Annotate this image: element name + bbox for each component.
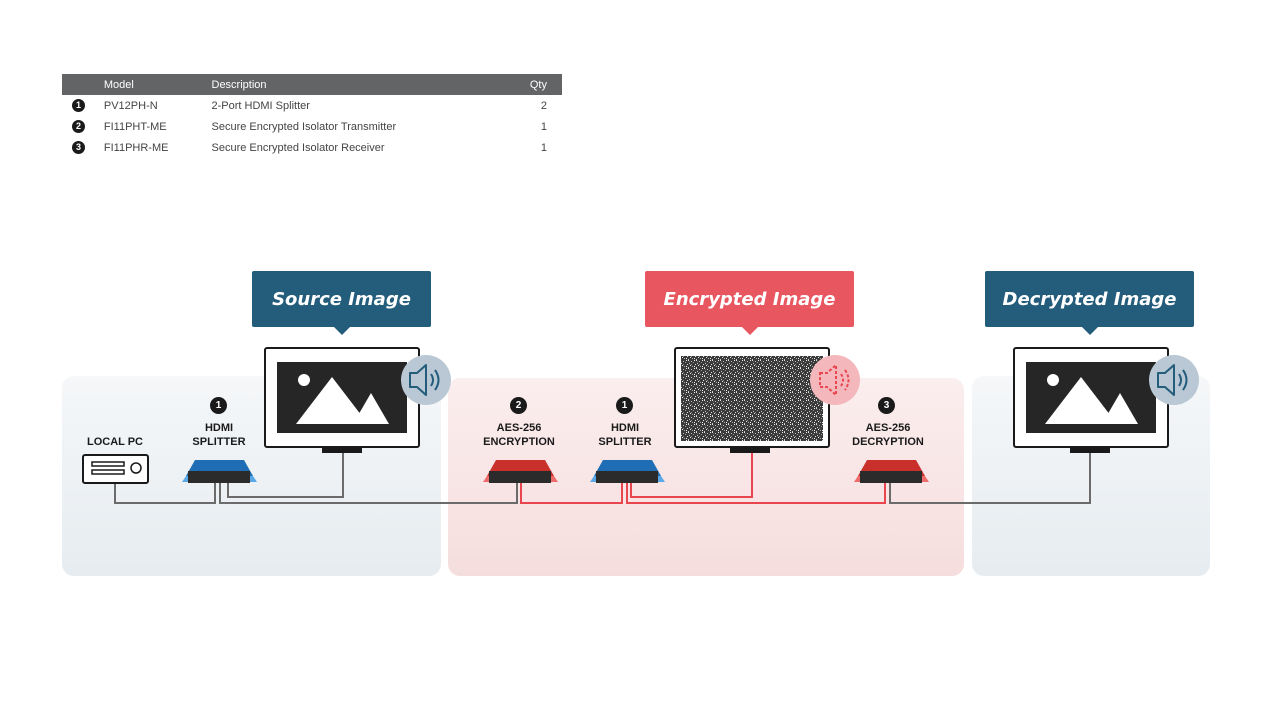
row-qty: 2 <box>540 99 547 112</box>
decrypted-image-callout: Decrypted Image <box>985 271 1194 335</box>
image-placeholder-icon <box>296 374 389 424</box>
row-model: FI11PHR-ME <box>103 141 169 154</box>
label-line: AES-256 <box>865 422 911 434</box>
row-description: 2-Port HDMI Splitter <box>211 99 310 112</box>
row-number-badge: 3 <box>72 141 85 154</box>
speaker-icon <box>1149 355 1199 405</box>
label-line: HDMI <box>204 422 234 434</box>
decryption-label: AES-256 DECRYPTION <box>838 421 938 449</box>
splitter-label: HDMI SPLITTER <box>180 421 258 449</box>
row-model: FI11PHT-ME <box>103 120 167 133</box>
row-model: PV12PH-N <box>103 99 158 112</box>
header-description: Description <box>211 74 530 95</box>
encryption-number-badge: 2 <box>510 397 527 414</box>
row-qty: 1 <box>540 141 547 154</box>
label-line: DECRYPTION <box>852 436 924 448</box>
decryption-receiver-device <box>854 460 929 483</box>
table-row: 3 FI11PHR-ME Secure Encrypted Isolator R… <box>62 137 562 158</box>
table-row: 1 PV12PH-N 2-Port HDMI Splitter 2 <box>62 95 562 116</box>
label-line: HDMI <box>610 422 640 434</box>
label-line: SPLITTER <box>598 436 652 448</box>
source-image-callout: Source Image <box>252 271 431 335</box>
hdmi-splitter-device <box>590 460 665 483</box>
speaker-icon <box>401 355 451 405</box>
row-number-badge: 1 <box>72 99 85 112</box>
header-qty: Qty <box>529 74 562 95</box>
header-number <box>62 74 104 95</box>
image-placeholder-icon <box>1045 374 1138 424</box>
local-pc-device <box>82 454 149 484</box>
label-line: SPLITTER <box>192 436 246 448</box>
splitter-label: HDMI SPLITTER <box>586 421 664 449</box>
parts-table: Model Description Qty 1 PV12PH-N 2-Port … <box>62 74 562 158</box>
scrambled-speaker-icon <box>810 355 860 405</box>
hdmi-splitter-device <box>182 460 257 483</box>
row-number-badge: 2 <box>72 120 85 133</box>
decrypted-monitor <box>1013 347 1169 453</box>
grey-hdmi-wires <box>114 452 1091 504</box>
local-pc-label: LOCAL PC <box>86 436 144 448</box>
row-qty: 1 <box>540 120 547 133</box>
encrypted-image-callout: Encrypted Image <box>645 271 854 335</box>
encrypted-monitor <box>674 347 830 453</box>
splitter-number-badge: 1 <box>616 397 633 414</box>
table-row: 2 FI11PHT-ME Secure Encrypted Isolator T… <box>62 116 562 137</box>
encryption-label: AES-256 ENCRYPTION <box>470 421 568 449</box>
label-line: ENCRYPTION <box>483 436 555 448</box>
red-encrypted-wires <box>520 452 886 504</box>
parts-table-header: Model Description Qty <box>62 74 562 95</box>
splitter-number-badge: 1 <box>210 397 227 414</box>
encryption-transmitter-device <box>483 460 558 483</box>
source-monitor <box>264 347 420 453</box>
label-line: AES-256 <box>496 422 542 434</box>
header-model: Model <box>103 74 212 95</box>
decryption-number-badge: 3 <box>878 397 895 414</box>
row-description: Secure Encrypted Isolator Receiver <box>211 141 385 154</box>
row-description: Secure Encrypted Isolator Transmitter <box>211 120 397 133</box>
